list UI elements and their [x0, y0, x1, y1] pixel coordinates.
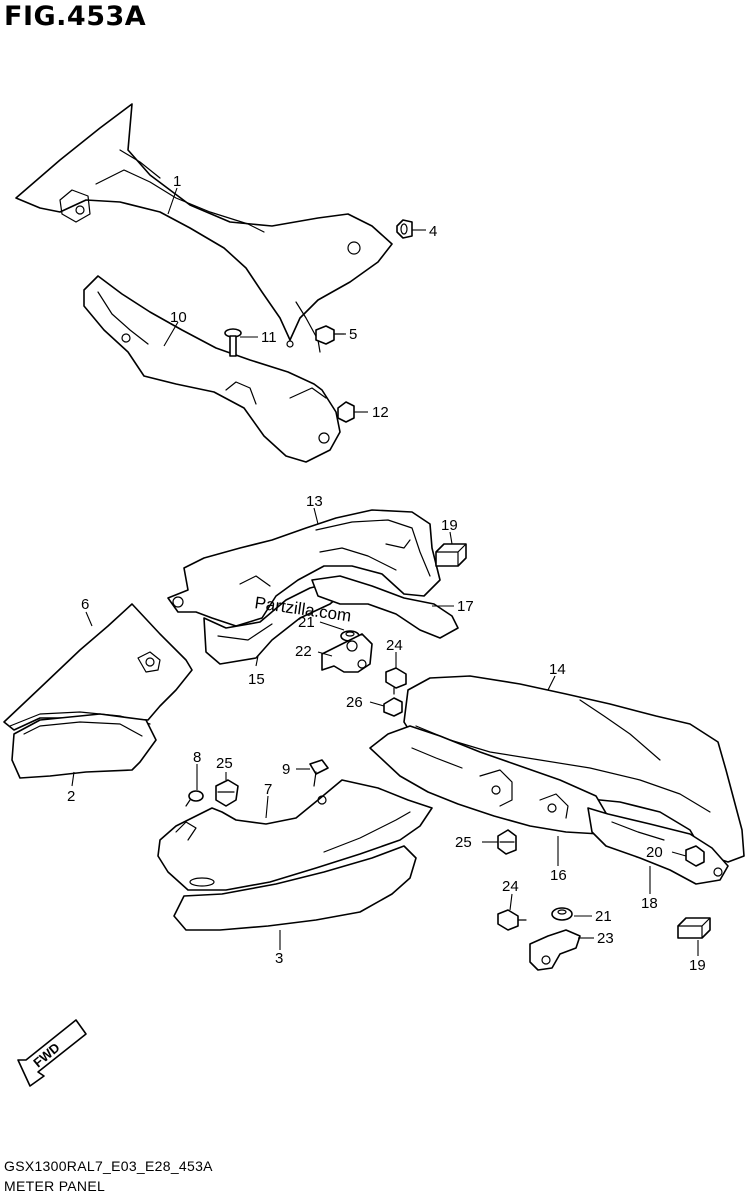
part-24-bolt-lower[interactable] [497, 909, 527, 931]
part-19-cushion-upper[interactable] [435, 543, 467, 567]
callout-5: 5 [349, 326, 357, 343]
callout-numbers: 1 4 5 10 11 12 13 19 17 21 6 24 22 15 14… [67, 173, 706, 974]
part-23-bracket[interactable] [529, 929, 581, 971]
part-3-bottom-cover[interactable] [173, 845, 417, 931]
callout-2: 2 [67, 788, 75, 805]
part-24-bolt-upper[interactable] [385, 667, 407, 695]
callout-12: 12 [372, 404, 389, 421]
callout-24-lower: 24 [502, 878, 519, 895]
callout-21-upper: 21 [298, 614, 315, 631]
part-25-nut-left[interactable] [215, 779, 239, 807]
callout-23: 23 [597, 930, 614, 947]
part-5-screw[interactable] [315, 325, 345, 345]
callout-19-upper: 19 [441, 517, 458, 534]
fwd-arrow-icon: FWD [17, 1019, 87, 1087]
part-19-cushion-lower[interactable] [677, 917, 711, 939]
part-1-upper-panel[interactable] [15, 103, 393, 353]
part-21-grommet-lower[interactable] [551, 907, 573, 921]
part-25-nut-right[interactable] [497, 829, 517, 855]
part-4-grommet[interactable] [396, 219, 413, 239]
part-2-lower-cover[interactable] [11, 713, 157, 779]
part-10-lower-panel[interactable] [83, 275, 341, 463]
part-6-side-cover[interactable] [3, 603, 193, 731]
callout-4: 4 [429, 223, 437, 240]
callout-7: 7 [264, 781, 272, 798]
callout-24-upper: 24 [386, 637, 403, 654]
callout-26: 26 [346, 694, 363, 711]
leader-lines [71, 187, 699, 956]
callout-20: 20 [646, 844, 663, 861]
callout-25-left: 25 [216, 755, 233, 772]
callout-18: 18 [641, 895, 658, 912]
part-9-screw[interactable] [309, 759, 329, 787]
part-7-front-cover[interactable] [157, 779, 433, 891]
callout-17: 17 [457, 598, 474, 615]
part-12-screw[interactable] [337, 401, 355, 423]
callout-9: 9 [282, 761, 290, 778]
callout-16: 16 [550, 867, 567, 884]
callout-1: 1 [173, 173, 181, 190]
callout-13: 13 [306, 493, 323, 510]
callout-19-lower: 19 [689, 957, 706, 974]
callout-11: 11 [261, 329, 277, 346]
callout-15: 15 [248, 671, 265, 688]
callout-25-right: 25 [455, 834, 472, 851]
footer-figure-name: METER PANEL [4, 1178, 106, 1194]
callout-6: 6 [81, 596, 89, 613]
part-17-side-duct[interactable] [311, 575, 459, 639]
callout-3: 3 [275, 950, 283, 967]
callout-10: 10 [170, 309, 187, 326]
callout-21-lower: 21 [595, 908, 612, 925]
part-26-clip[interactable] [383, 697, 403, 717]
callout-22: 22 [295, 643, 312, 660]
part-8-screw[interactable] [185, 790, 204, 807]
figure-title: FIG.453A [4, 1, 147, 32]
callout-14: 14 [549, 661, 566, 678]
footer-figure-code: GSX1300RAL7_E03_E28_453A [4, 1158, 213, 1174]
part-20-screw[interactable] [685, 845, 705, 867]
callout-8: 8 [193, 749, 201, 766]
part-11-screw[interactable] [224, 328, 242, 357]
part-22-bracket[interactable] [321, 633, 373, 673]
